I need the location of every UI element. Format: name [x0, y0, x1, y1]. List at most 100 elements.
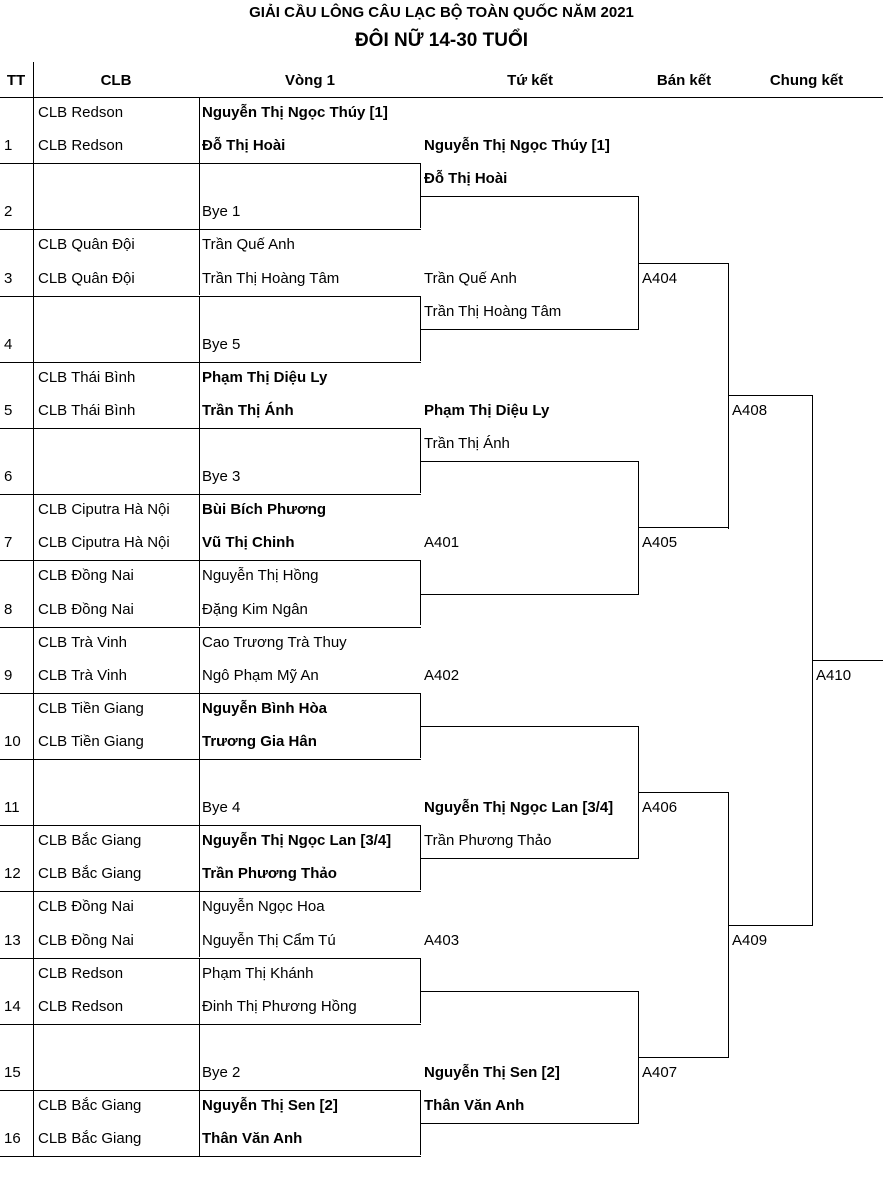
- entry-club: CLB Redson: [38, 998, 124, 1015]
- entry-player: Bùi Bích Phương: [202, 501, 327, 518]
- header-tt: TT: [6, 72, 26, 89]
- sf-slot: A407: [642, 1064, 678, 1081]
- r1-box-left: [199, 296, 200, 362]
- r1-box-left: [199, 494, 200, 560]
- entry-club: CLB Trà Vinh: [38, 667, 127, 684]
- r1-box-top: [199, 296, 421, 297]
- entry-club: CLB Thái Bình: [38, 402, 136, 419]
- entry-number: 4: [4, 336, 13, 353]
- r1-box-top: [199, 627, 421, 628]
- sf-box-top: [639, 263, 729, 264]
- sf-slot: A405: [642, 534, 678, 551]
- entry-separator: [0, 1156, 199, 1157]
- qf-slot: Nguyễn Thị Ngọc Lan [3/4]: [424, 799, 614, 816]
- qf-connector: [638, 196, 639, 329]
- entry-player: Nguyễn Bình Hòa: [202, 700, 328, 717]
- tournament-title: GIẢI CẦU LÔNG CÂU LẠC BỘ TOÀN QUỐC NĂM 2…: [249, 4, 634, 21]
- qf-box-top: [421, 991, 639, 992]
- qf-box-bottom: [421, 329, 639, 330]
- r1-connector: [420, 958, 421, 1023]
- r1-box-left: [199, 759, 200, 825]
- entry-number: 9: [4, 667, 13, 684]
- entry-club: CLB Đồng Nai: [38, 932, 134, 949]
- entry-player: Vũ Thị Chinh: [202, 534, 295, 551]
- r1-box-top: [199, 891, 421, 892]
- qf-slot: Nguyễn Thị Ngọc Thúy [1]: [424, 137, 610, 154]
- r1-connector: [420, 428, 421, 493]
- r1-box-left: [199, 1090, 200, 1156]
- r1-box-left: [199, 693, 200, 759]
- header-clb: CLB: [100, 72, 132, 89]
- entry-number: 16: [4, 1130, 21, 1147]
- entry-club: CLB Tiền Giang: [38, 700, 144, 717]
- entry-player: Nguyễn Thị Hồng: [202, 567, 319, 584]
- r1-box-left: [199, 362, 200, 428]
- r1-box-left: [199, 627, 200, 693]
- entry-player: Trần Thị Hoàng Tâm: [202, 270, 340, 287]
- sf-box-bottom: [639, 1057, 729, 1058]
- qf-slot: Trần Thị Ánh: [424, 435, 510, 452]
- r1-box-top: [199, 494, 421, 495]
- r1-box-top: [199, 428, 421, 429]
- entry-separator: [0, 296, 199, 297]
- qf-slot: Nguyễn Thị Sen [2]: [424, 1064, 560, 1081]
- final-slot: A408: [732, 402, 768, 419]
- qf-slot: A401: [424, 534, 460, 551]
- entry-separator: [0, 229, 199, 230]
- entry-club: CLB Tiền Giang: [38, 733, 144, 750]
- entry-player: Ngô Phạm Mỹ An: [202, 667, 319, 684]
- entry-player: Thân Văn Anh: [202, 1130, 303, 1147]
- entry-number: 12: [4, 865, 21, 882]
- final-box-top: [729, 395, 813, 396]
- header-round1: Vòng 1: [284, 72, 335, 89]
- entry-club: CLB Redson: [38, 965, 124, 982]
- entry-number: 8: [4, 601, 13, 618]
- r1-box-left: [199, 958, 200, 1024]
- sf-slot: A404: [642, 270, 678, 287]
- final-box-bottom: [729, 925, 813, 926]
- header-quarterfinal: Tứ kết: [507, 72, 553, 89]
- r1-box-top: [199, 1090, 421, 1091]
- r1-box-left: [199, 428, 200, 494]
- r1-box-top: [199, 958, 421, 959]
- entry-player: Trương Gia Hân: [202, 733, 317, 750]
- qf-box-top: [421, 461, 639, 462]
- entry-player: Trần Quế Anh: [202, 236, 295, 253]
- entry-player: Nguyễn Thị Ngọc Lan [3/4]: [202, 832, 392, 849]
- header-final: Chung kết: [769, 72, 844, 89]
- entry-player: Bye 5: [202, 336, 241, 353]
- entry-number: 15: [4, 1064, 21, 1081]
- entry-player: Nguyễn Thị Ngọc Thúy [1]: [202, 104, 388, 121]
- entry-separator: [0, 362, 199, 363]
- r1-box-left: [199, 1024, 200, 1090]
- r1-box-top: [199, 97, 421, 98]
- entry-number: 6: [4, 468, 13, 485]
- entry-player: Phạm Thị Khánh: [202, 965, 314, 982]
- r1-box-left: [199, 891, 200, 957]
- entry-club: CLB Đồng Nai: [38, 601, 134, 618]
- sf-connector: [728, 263, 729, 529]
- qf-slot: A402: [424, 667, 460, 684]
- sf-box-bottom: [639, 527, 729, 528]
- entry-separator: [0, 560, 199, 561]
- entry-club: CLB Thái Bình: [38, 369, 136, 386]
- entry-number: 7: [4, 534, 13, 551]
- r1-box-top: [199, 693, 421, 694]
- entry-separator: [0, 759, 199, 760]
- qf-box-bottom: [421, 858, 639, 859]
- r1-box-top: [199, 362, 421, 363]
- entry-player: Bye 4: [202, 799, 241, 816]
- entry-separator: [0, 1024, 199, 1025]
- entry-club: CLB Ciputra Hà Nội: [38, 534, 170, 551]
- r1-connector: [420, 693, 421, 758]
- r1-connector: [420, 163, 421, 228]
- r1-box-top: [199, 1024, 421, 1025]
- qf-connector: [638, 991, 639, 1124]
- r1-box-top: [199, 163, 421, 164]
- qf-box-bottom: [421, 1123, 639, 1124]
- qf-connector: [638, 461, 639, 594]
- r1-box-top: [199, 229, 421, 230]
- entry-club: CLB Đồng Nai: [38, 898, 134, 915]
- entry-number: 10: [4, 733, 21, 750]
- entry-club: CLB Bắc Giang: [38, 832, 142, 849]
